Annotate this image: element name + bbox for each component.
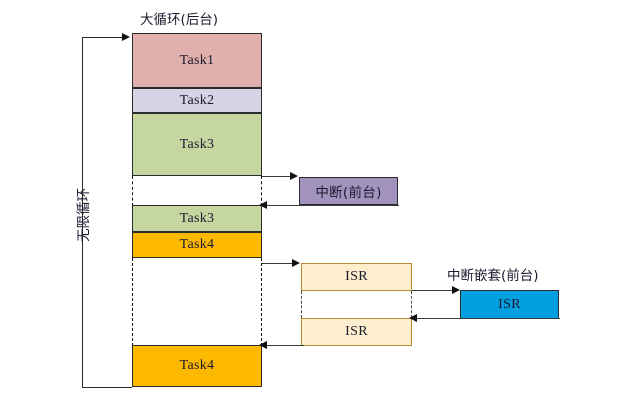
connector-to-nested-isr — [412, 290, 456, 291]
interrupt-foreground-block[interactable]: 中断(前台) — [299, 177, 398, 205]
arrowhead-to-interrupt — [290, 172, 298, 180]
column-left-rail-upper — [132, 176, 133, 206]
column-right-rail-lower — [261, 258, 262, 346]
arrowhead-return-from-isr — [259, 341, 267, 349]
nested-interrupt-title: 中断嵌套(前台) — [447, 268, 539, 284]
task-block-task2[interactable]: Task2 — [132, 88, 262, 113]
task-block-task1[interactable]: Task1 — [132, 33, 262, 88]
background-loop-title: 大循环(后台) — [140, 12, 219, 28]
connector-to-isr — [262, 263, 296, 264]
nested-isr-block[interactable]: ISR — [460, 290, 559, 319]
task-block-task3-resumed[interactable]: Task3 — [132, 205, 262, 232]
loop-bottom-arm — [82, 387, 132, 388]
isr-right-rail — [411, 291, 412, 318]
task-block-task4-resumed[interactable]: Task4 — [132, 345, 262, 387]
column-right-rail-upper — [261, 176, 262, 206]
isr-block-resumed[interactable]: ISR — [301, 318, 412, 346]
isr-left-rail — [301, 291, 302, 318]
connector-return-from-interrupt — [266, 205, 399, 206]
task-block-task3-first[interactable]: Task3 — [132, 113, 262, 176]
column-left-rail-lower — [132, 258, 133, 346]
connector-return-from-nested-isr — [416, 318, 560, 319]
loop-top-arrowhead — [122, 33, 130, 41]
loop-spine — [82, 37, 83, 388]
isr-block-first[interactable]: ISR — [301, 263, 412, 291]
arrowhead-to-nested-isr — [452, 286, 460, 294]
arrowhead-return-from-nested-isr — [409, 314, 417, 322]
arrowhead-return-from-interrupt — [259, 201, 267, 209]
loop-top-arm — [82, 37, 126, 38]
connector-return-from-isr — [266, 345, 304, 346]
bottom-caption — [226, 396, 486, 405]
infinite-loop-label: 无限循环 — [76, 188, 92, 242]
arrowhead-to-isr — [292, 259, 300, 267]
task-block-task4-first[interactable]: Task4 — [132, 232, 262, 258]
connector-to-interrupt — [262, 176, 294, 177]
